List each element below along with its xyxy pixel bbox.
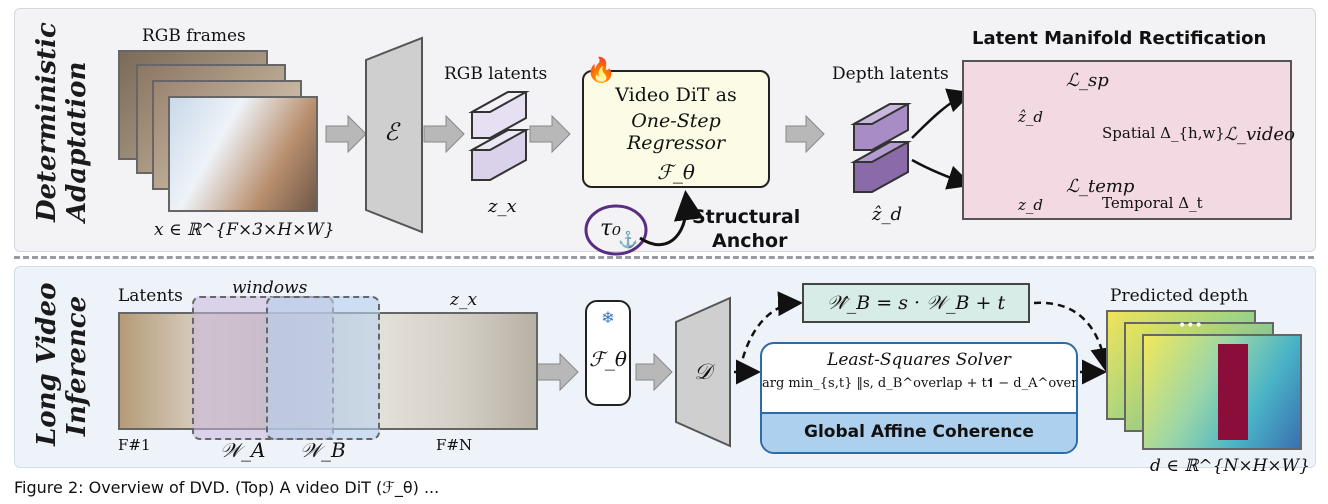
fN-label: F#N (436, 436, 473, 454)
decoder-symbol: 𝒟 (694, 360, 712, 385)
ls-equation: arg min_{s,t} ‖s, d_B^overlap + t𝟏 − d_A… (762, 376, 1078, 391)
affine-eq-box: 𝒲̂_B = s · 𝒲_B + t (802, 283, 1030, 323)
tau-anchor-loop (584, 204, 648, 256)
zd-small: z_d (1018, 196, 1044, 214)
dashed-eq-to-depth (1033, 301, 1116, 373)
anchor-arrow (639, 190, 704, 247)
zd-hat-small: ẑ_d (1018, 108, 1044, 126)
depth-latent-cubes (850, 103, 912, 193)
l-temp-label: ℒ_temp (1066, 176, 1135, 197)
window-b (266, 296, 380, 440)
least-squares-solver: Least-Squares Solver arg min_{s,t} ‖s, d… (760, 342, 1078, 454)
predicted-depth-label: Predicted depth (1110, 286, 1249, 306)
dit-line2: One-Step Regressor (626, 110, 726, 154)
zx-bottom-label: z_x (450, 290, 478, 310)
f1-label: F#1 (118, 436, 151, 454)
zd-hat-label: ẑ_d (872, 204, 903, 225)
flow-arrow-encoder-latents (423, 114, 465, 154)
decoder-block (675, 296, 731, 448)
w-b-label: 𝒲_B (300, 438, 346, 462)
z-x-label: z_x (488, 196, 517, 217)
windows-label: windows (232, 278, 308, 298)
ls-title: Least-Squares Solver (827, 350, 1011, 370)
rgb-frames-label: RGB frames (142, 26, 246, 46)
flow-arrow-latents-ftheta (535, 352, 579, 392)
affine-eq: 𝒲̂_B = s · 𝒲_B + t (826, 292, 1006, 314)
encoder-block (365, 36, 423, 234)
more-frames-dots: ••• (1178, 318, 1203, 334)
x-domain-label: x ∈ ℝ^{F×3×H×W} (154, 220, 335, 240)
flow-arrow-frames-encoder (325, 114, 367, 154)
structural-anchor-1: Structural (692, 206, 801, 228)
w-a-label: 𝒲_A (220, 438, 266, 462)
structural-anchor-2: Anchor (712, 230, 788, 252)
encoder-symbol: ℰ (384, 118, 399, 146)
arrow-to-zd-hat (911, 88, 973, 139)
tau0-label: τ₀ (600, 216, 621, 241)
dit-line1: Video DiT as (615, 84, 737, 106)
dashed-to-eq (738, 291, 803, 371)
snowflake-icon: ❄ (601, 308, 615, 327)
flow-arrow-dit-depth (785, 114, 825, 154)
global-affine-coherence: Global Affine Coherence (762, 412, 1076, 452)
d-domain-label: d ∈ ℝ^{N×H×W} (1150, 456, 1310, 476)
fire-icon: 🔥 (586, 56, 616, 84)
depth-figure (1218, 344, 1248, 440)
rgb-latents-label: RGB latents (444, 64, 548, 84)
rgb-frame-4 (168, 96, 318, 212)
video-dit-box: Video DiT as One-Step Regressor ℱ_θ (582, 70, 770, 188)
temporal-label: Temporal Δ_t (1102, 194, 1203, 212)
depth-latents-label: Depth latents (832, 64, 949, 84)
arrow-to-zd (911, 158, 973, 190)
figure-caption: Figure 2: Overview of DVD. (Top) A video… (14, 478, 440, 497)
l-sp-label: ℒ_sp (1066, 70, 1109, 91)
frozen-ftheta-box: ❄ ℱ_θ (585, 300, 631, 406)
anchor-icon: ⚓ (618, 230, 638, 249)
flow-arrow-ftheta-decoder (635, 352, 673, 392)
spatial-label: Spatial Δ_{h,w} (1102, 124, 1225, 142)
latents-label: Latents (118, 286, 183, 306)
ftheta-bottom: ℱ_θ (589, 347, 627, 371)
flow-arrow-latents-dit (529, 114, 571, 154)
section-divider (14, 256, 1314, 259)
lmr-title: Latent Manifold Rectification (972, 28, 1267, 49)
rgb-latent-cubes (468, 91, 530, 181)
lmr-box (962, 60, 1292, 220)
l-video-label: ℒ_video (1224, 124, 1295, 145)
dit-line3: ℱ_θ (657, 160, 695, 184)
